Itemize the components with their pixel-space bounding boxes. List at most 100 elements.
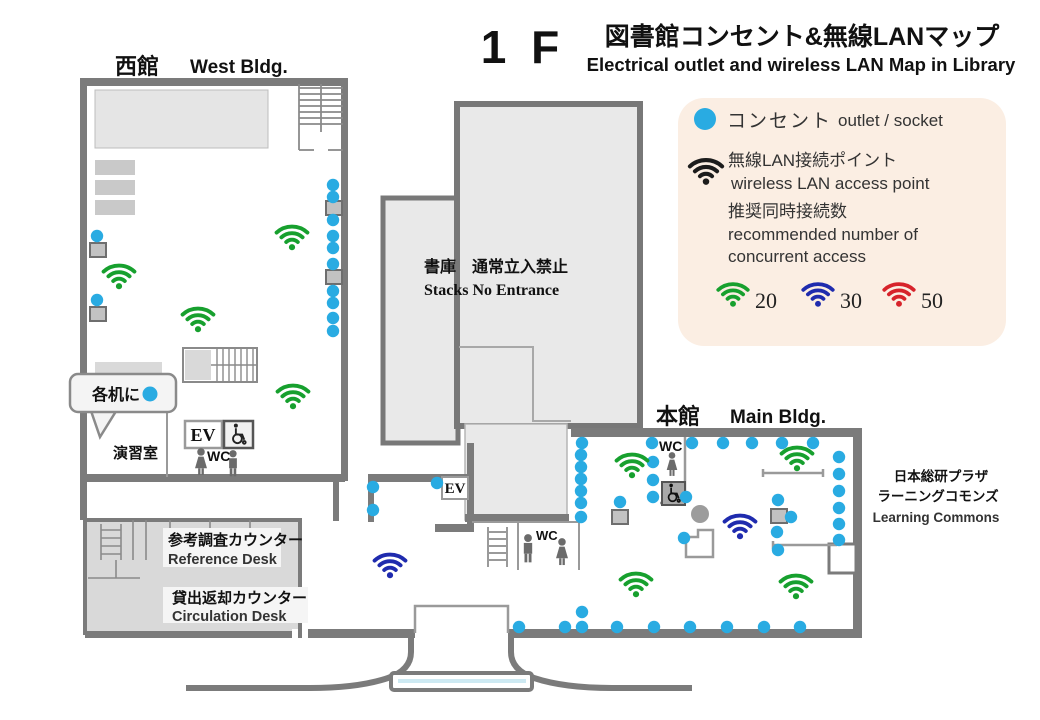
main-bldg-label-en: Main Bldg. bbox=[730, 407, 826, 428]
wc-label: WC bbox=[207, 448, 230, 464]
outlet-box bbox=[89, 242, 107, 258]
outlet-dot bbox=[832, 450, 846, 464]
wheelchair-icon bbox=[232, 423, 247, 445]
west-ev-area: EV WC bbox=[183, 419, 255, 477]
wifi-legend-icon bbox=[687, 158, 725, 185]
outlet-dot bbox=[716, 436, 730, 450]
outlet-dot bbox=[558, 620, 572, 634]
outlet-dot bbox=[770, 525, 784, 539]
legend-rec-en1: recommended number of bbox=[728, 225, 918, 244]
seminar-room-label: 演習室 bbox=[113, 444, 158, 462]
outlet-dot bbox=[326, 241, 340, 255]
outlet-dot bbox=[679, 490, 693, 504]
legend-wifi-en: wireless LAN access point bbox=[730, 174, 930, 193]
page-title-jp: 図書館コンセント&無線LANマップ bbox=[605, 22, 1000, 51]
wifi-red-icon bbox=[882, 282, 916, 307]
outlet-dot bbox=[326, 229, 340, 243]
center-wc-area: WC bbox=[472, 518, 580, 570]
outlet-dot bbox=[832, 501, 846, 515]
outlet-dot bbox=[771, 543, 785, 557]
legend: コンセント outlet / socket 無線LAN接続ポイント wirele… bbox=[678, 98, 1006, 346]
outlet-dot bbox=[326, 324, 340, 338]
legend-rec-en2: concurrent access bbox=[728, 247, 866, 266]
wifi-green-icon bbox=[779, 445, 815, 472]
woman-icon bbox=[666, 452, 678, 476]
outlet-dot bbox=[646, 455, 660, 469]
wc-label: WC bbox=[659, 438, 682, 454]
desk-outlet-callout: 各机に bbox=[68, 372, 178, 440]
outlet-dot bbox=[646, 490, 660, 504]
outlet-dot bbox=[574, 484, 588, 498]
counter-area: 参考調査カウンター Reference Desk 貸出返却カウンター Circu… bbox=[83, 518, 308, 638]
legend-rec-jp: 推奨同時接続数 bbox=[728, 202, 847, 221]
outlet-dot bbox=[326, 257, 340, 271]
legend-outlet-jp: コンセント bbox=[727, 111, 832, 132]
wifi-green-icon bbox=[618, 571, 654, 598]
outlet-dot bbox=[430, 476, 444, 490]
ev-label: EV bbox=[190, 425, 215, 445]
outlet-legend-dot bbox=[694, 108, 716, 130]
outlet-dot bbox=[757, 620, 771, 634]
legend-count-blue: 30 bbox=[840, 288, 862, 313]
legend-wifi-jp: 無線LAN接続ポイント bbox=[728, 151, 897, 170]
outlet-dot bbox=[90, 293, 104, 307]
wifi-green-icon bbox=[275, 383, 311, 410]
outlet-dot bbox=[574, 472, 588, 486]
outlet-dot bbox=[574, 460, 588, 474]
outlet-dot bbox=[806, 436, 820, 450]
wifi-green-icon bbox=[614, 452, 650, 479]
l-desk bbox=[684, 528, 715, 559]
desk-outlet-callout-text: 各机に bbox=[91, 385, 140, 404]
outlet-dot bbox=[685, 436, 699, 450]
stacks-building: 書庫 通常立入禁止 Stacks No Entrance bbox=[380, 101, 643, 522]
circulation-desk-label-jp: 貸出返却カウンター bbox=[172, 589, 307, 607]
outlet-dot bbox=[683, 620, 697, 634]
west-room-block bbox=[94, 89, 269, 149]
outlet-dot bbox=[647, 620, 661, 634]
outlet-box bbox=[770, 508, 788, 524]
west-bldg-label-en: West Bldg. bbox=[190, 57, 288, 78]
outlet-dot bbox=[142, 386, 158, 402]
outlet-dot bbox=[575, 620, 589, 634]
stacks-label-en: Stacks No Entrance bbox=[424, 282, 559, 299]
wifi-blue-icon bbox=[722, 513, 758, 540]
learning-commons-jp1: 日本総研プラザ bbox=[894, 468, 989, 484]
learning-commons-jp2: ラーニングコモンズ bbox=[877, 488, 999, 504]
entrance bbox=[186, 604, 692, 692]
outlet-dot bbox=[771, 493, 785, 507]
outlet-box bbox=[611, 509, 629, 525]
learning-commons-label: 日本総研プラザ ラーニングコモンズ Learning Commons bbox=[873, 468, 1000, 525]
wifi-green-icon bbox=[180, 306, 216, 333]
outlet-dot bbox=[832, 467, 846, 481]
wifi-green-icon bbox=[101, 263, 137, 290]
outlet-dot bbox=[646, 473, 660, 487]
outlet-dot bbox=[90, 229, 104, 243]
page-title-en: Electrical outlet and wireless LAN Map i… bbox=[587, 54, 1016, 75]
outlet-dot bbox=[784, 510, 798, 524]
outlet-dot bbox=[574, 496, 588, 510]
outlet-dot bbox=[575, 436, 589, 450]
staircase-west-top bbox=[298, 84, 343, 151]
ev-label: EV bbox=[445, 481, 466, 497]
legend-count-red: 50 bbox=[921, 288, 943, 313]
outlet-dot bbox=[326, 311, 340, 325]
outlet-dot bbox=[775, 436, 789, 450]
outlet-dot bbox=[645, 436, 659, 450]
wifi-green-icon bbox=[716, 282, 750, 307]
outlet-dot bbox=[366, 480, 380, 494]
outlet-dot bbox=[326, 213, 340, 227]
wheelchair-icon bbox=[667, 483, 681, 503]
outlet-dot bbox=[512, 620, 526, 634]
legend-outlet-en: outlet / socket bbox=[838, 111, 943, 130]
woman-icon bbox=[556, 538, 568, 566]
wc-label: WC bbox=[536, 528, 558, 543]
learning-commons-en: Learning Commons bbox=[873, 510, 1000, 525]
outlet-dot bbox=[832, 484, 846, 498]
floor-number: 1 F bbox=[481, 21, 565, 73]
wifi-blue-icon bbox=[801, 282, 835, 307]
outlet-dot bbox=[326, 284, 340, 298]
staircase-west-mid bbox=[182, 347, 258, 383]
corridor-walls bbox=[333, 443, 474, 532]
outlet-dot bbox=[832, 533, 846, 547]
